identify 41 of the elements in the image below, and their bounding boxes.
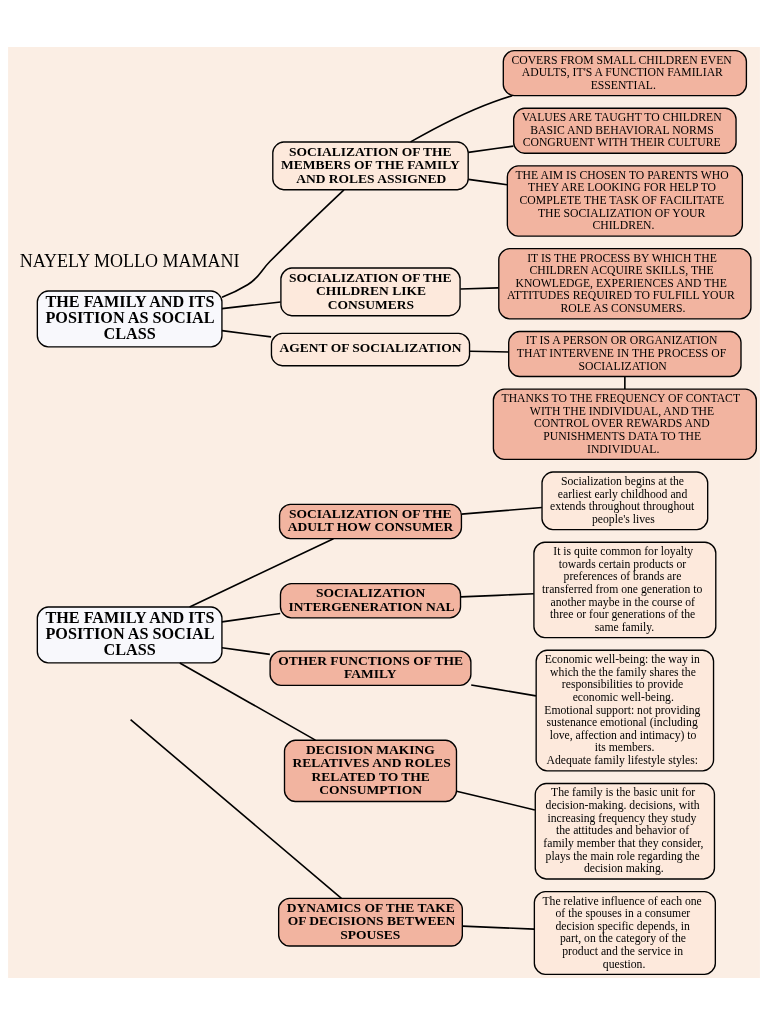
- node-box: THE FAMILY AND ITS POSITION AS SOCIAL CLASS: [36, 289, 223, 347]
- node-box: THE AIM IS CHOSEN TO PARENTS WHO THEY ARE LOOKING FOR HELP TO COMPLETE THE TASK OF FACILITATE THE SOCIALIZATION OF YOUR CHILDREN.: [506, 164, 744, 237]
- label: NAYELY MOLLO MAMANI: [19, 250, 240, 271]
- node-box: The family is the basic unit for decision-making. decisions, with increasing frequency they study the attitudes and behavior of family member that they consider, plays the main role regarding the decision making.: [534, 782, 716, 880]
- connector: [221, 612, 282, 623]
- node-box: SOCIALIZATION OF THE ADULT HOW CONSUMER: [278, 503, 463, 539]
- connector: [467, 144, 515, 153]
- connector: [468, 350, 510, 353]
- node-box: IT IS A PERSON OR ORGANIZATION THAT INTERVENE IN THE PROCESS OF SOCIALIZATION: [508, 330, 742, 377]
- node-box: COVERS FROM SMALL CHILDREN EVEN ADULTS, IT'S A FUNCTION FAMILIAR ESSENTIAL.: [502, 49, 748, 96]
- connector: [178, 661, 317, 741]
- node-box: DYNAMICS OF THE TAKE OF DECISIONS BETWEEN SPOUSES: [277, 897, 463, 947]
- node-box: THANKS TO THE FREQUENCY OF CONTACT WITH THE INDIVIDUAL, AND THE CONTROL OVER REWARDS AND PUNISHMENTS DATA TO THE INDIVIDUAL.: [492, 387, 757, 460]
- connector: [129, 718, 343, 899]
- node-box: It is quite common for loyalty towards certain products or preferences of brands are transferred from one generation to another maybe in the course of three or four generations of the same family.: [533, 541, 717, 638]
- node-box: The relative influence of each one of the spouses in a consumer decision specific depends, in part, on the category of the product and the service in question.: [533, 890, 716, 975]
- node-box: DECISION MAKING RELATIVES AND ROLES RELATED TO THE CONSUMPTION: [283, 739, 458, 802]
- node-box: AGENT OF SOCIALIZATION: [270, 332, 471, 366]
- connector: [221, 646, 271, 655]
- connector: [455, 789, 536, 811]
- connector: [624, 375, 626, 390]
- connector: [188, 537, 335, 608]
- connector: [470, 683, 537, 697]
- connector: [409, 94, 514, 143]
- connector: [460, 506, 543, 515]
- connector: [221, 329, 272, 338]
- node-box: Economic well-being: the way in which the the family shares the responsibilities to provide economic well-being. Emotional support: not providing sustenance emotional (including love, affection and intimacy) to its members. Adequate family lifestyle styles:: [535, 649, 715, 772]
- connector: [459, 286, 500, 290]
- node-box: SOCIALIZATION OF THE CHILDREN LIKE CONSUMERS: [280, 266, 461, 316]
- connector: [461, 924, 535, 930]
- node-box: THE FAMILY AND ITS POSITION AS SOCIAL CLASS: [36, 605, 223, 664]
- connector: [221, 188, 345, 298]
- node-box: VALUES ARE TAUGHT TO CHILDREN BASIC AND BEHAVIORAL NORMS CONGRUENT WITH THEIR CULTURE: [513, 107, 737, 154]
- node-box: OTHER FUNCTIONS OF THE FAMILY: [269, 650, 472, 686]
- connector: [221, 300, 282, 309]
- node-box: Socialization begins at the earliest early childhood and extends throughout throughout people's lives: [541, 470, 709, 530]
- node-box: SOCIALIZATION OF THE MEMBERS OF THE FAMILY AND ROLES ASSIGNED: [272, 140, 469, 190]
- node-box: IT IS THE PROCESS BY WHICH THE CHILDREN ACQUIRE SKILLS, THE KNOWLEDGE, EXPERIENCES AND THE ATTITUDES REQUIRED TO FULFILL YOUR ROLE AS CONSUMERS.: [498, 247, 752, 320]
- connector: [460, 592, 535, 598]
- node-box: SOCIALIZATION INTERGENERATION NAL: [279, 582, 462, 619]
- connector: [467, 178, 508, 185]
